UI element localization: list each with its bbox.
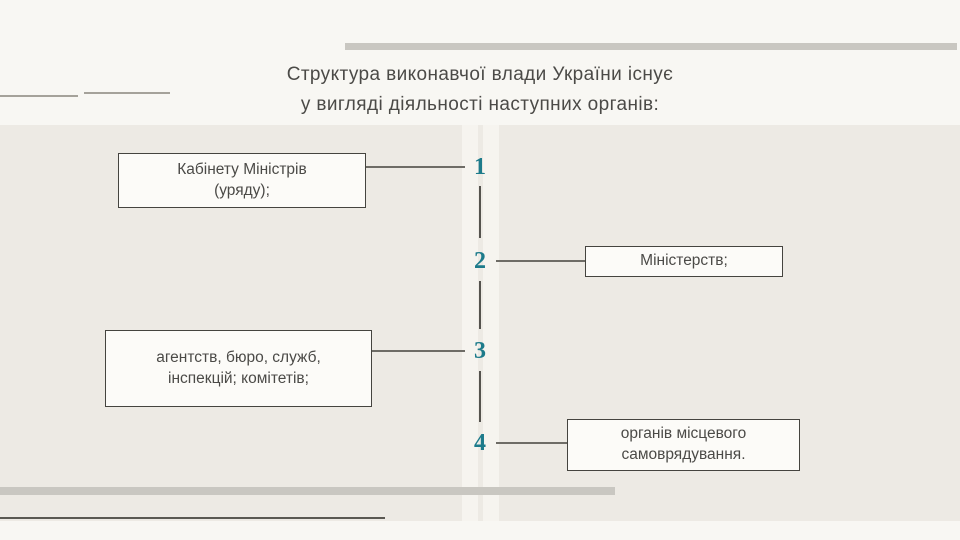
- spine-connector-1-2: [479, 186, 481, 238]
- node-number-4: 4: [474, 430, 486, 456]
- spine-connector-2-3: [479, 281, 481, 329]
- node-box-cabinet: Кабінету Міністрів (уряду);: [118, 153, 366, 208]
- bottom-decor-line: [0, 517, 385, 519]
- spine-connector-3-4: [479, 371, 481, 422]
- left-decor-line-2: [84, 92, 170, 94]
- vertical-strip-right: [483, 125, 499, 521]
- node-box-local-government: органів місцевого самоврядування.: [567, 419, 800, 471]
- node-number-1: 1: [474, 154, 486, 180]
- node-number-2: 2: [474, 248, 486, 274]
- node-box-ministries: Міністерств;: [585, 246, 783, 277]
- left-decor-line-1: [0, 95, 78, 97]
- vertical-strip-left: [462, 125, 478, 521]
- bottom-decor-bar: [0, 487, 615, 495]
- branch-line-4: [496, 442, 567, 444]
- node-box-agencies: агентств, бюро, служб, інспекцій; коміте…: [105, 330, 372, 407]
- branch-line-1: [366, 166, 465, 168]
- branch-line-2: [496, 260, 585, 262]
- slide-title: Структура виконавчої влади України існує…: [286, 64, 674, 116]
- node-number-3: 3: [474, 338, 486, 364]
- branch-line-3: [372, 350, 465, 352]
- top-decor-bar: [345, 43, 957, 50]
